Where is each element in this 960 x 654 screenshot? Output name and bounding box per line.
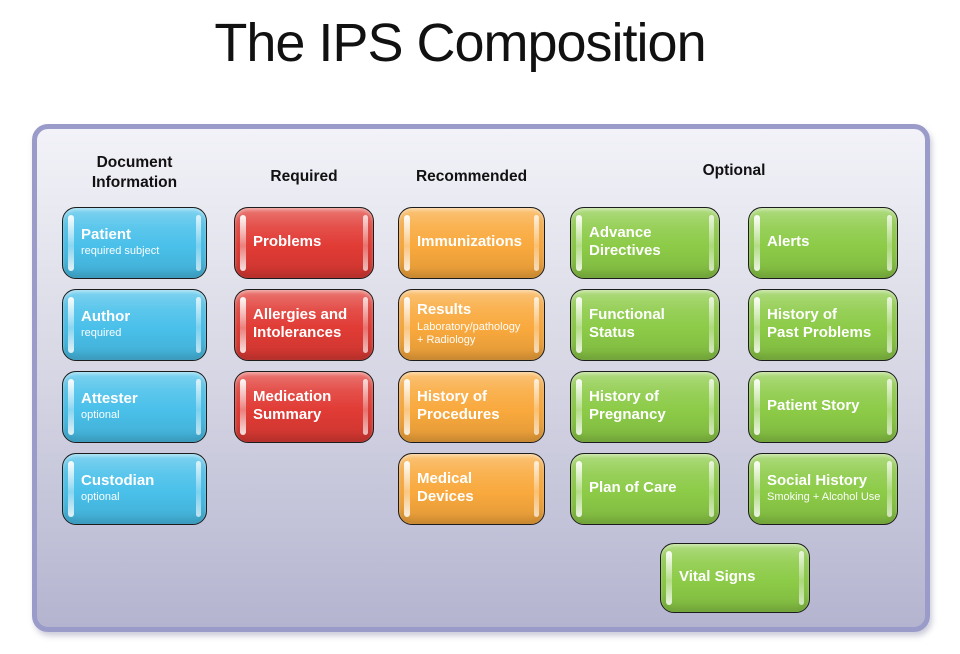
box-label: Patient Story [767, 397, 860, 415]
box-author: Author required [62, 289, 207, 361]
box-history-of-past-problems: History of Past Problems [748, 289, 898, 361]
box-problems: Problems [234, 207, 374, 279]
box-results: Results Laboratory/pathology + Radiology [398, 289, 545, 361]
box-history-of-procedures: History of Procedures [398, 371, 545, 443]
box-advance-directives: Advance Directives [570, 207, 720, 279]
column-recommended: Immunizations Results Laboratory/patholo… [398, 207, 545, 525]
box-custodian: Custodian optional [62, 453, 207, 525]
box-sublabel: optional [81, 491, 120, 504]
box-label: History of Pregnancy [589, 388, 666, 423]
box-label: Medication Summary [253, 388, 332, 423]
box-sublabel: required subject [81, 245, 160, 258]
box-label: History of Past Problems [767, 306, 872, 341]
box-label: Vital Signs [679, 568, 756, 586]
box-sublabel: optional [81, 409, 120, 422]
box-medication-summary: Medication Summary [234, 371, 374, 443]
page-title: The IPS Composition [214, 13, 706, 73]
box-alerts: Alerts [748, 207, 898, 279]
box-label: Immunizations [417, 233, 523, 251]
box-social-history: Social History Smoking + Alcohol Use [748, 453, 898, 525]
box-plan-of-care: Plan of Care [570, 453, 720, 525]
box-label: Problems [253, 233, 322, 251]
box-allergies-intolerances: Allergies and Intolerances [234, 289, 374, 361]
column-document-information: Patient required subject Author required… [62, 207, 207, 525]
box-label: Allergies and Intolerances [253, 306, 348, 341]
box-history-of-pregnancy: History of Pregnancy [570, 371, 720, 443]
box-sublabel: Smoking + Alcohol Use [767, 491, 881, 504]
box-patient: Patient required subject [62, 207, 207, 279]
composition-panel: Document Information Required Recommende… [32, 124, 930, 632]
column-optional-right: Alerts History of Past Problems Patient … [748, 207, 898, 525]
box-label: Advance Directives [589, 224, 661, 259]
box-label: Social History [767, 471, 868, 489]
box-label: Attester [81, 389, 138, 407]
box-label: Plan of Care [589, 479, 677, 497]
box-medical-devices: Medical Devices [398, 453, 545, 525]
box-functional-status: Functional Status [570, 289, 720, 361]
box-label: Medical Devices [417, 470, 474, 505]
box-label: Functional Status [589, 306, 665, 341]
box-label: Alerts [767, 233, 810, 251]
box-immunizations: Immunizations [398, 207, 545, 279]
box-label: Results [417, 300, 472, 318]
box-label: Patient [81, 225, 132, 243]
box-label: Author [81, 307, 131, 325]
box-sublabel: Laboratory/pathology + Radiology [417, 320, 521, 346]
column-header-document-information: Document Information [91, 154, 178, 192]
column-header-optional: Optional [702, 162, 766, 179]
column-required: Problems Allergies and Intolerances Medi… [234, 207, 374, 443]
column-optional-left: Advance Directives Functional Status His… [570, 207, 720, 525]
box-label: Custodian [81, 471, 155, 489]
box-sublabel: required [81, 327, 122, 340]
column-header-required: Required [270, 168, 338, 185]
box-vital-signs: Vital Signs [660, 543, 810, 613]
box-patient-story: Patient Story [748, 371, 898, 443]
box-attester: Attester optional [62, 371, 207, 443]
box-label: History of Procedures [417, 388, 500, 423]
column-header-recommended: Recommended [415, 168, 528, 185]
